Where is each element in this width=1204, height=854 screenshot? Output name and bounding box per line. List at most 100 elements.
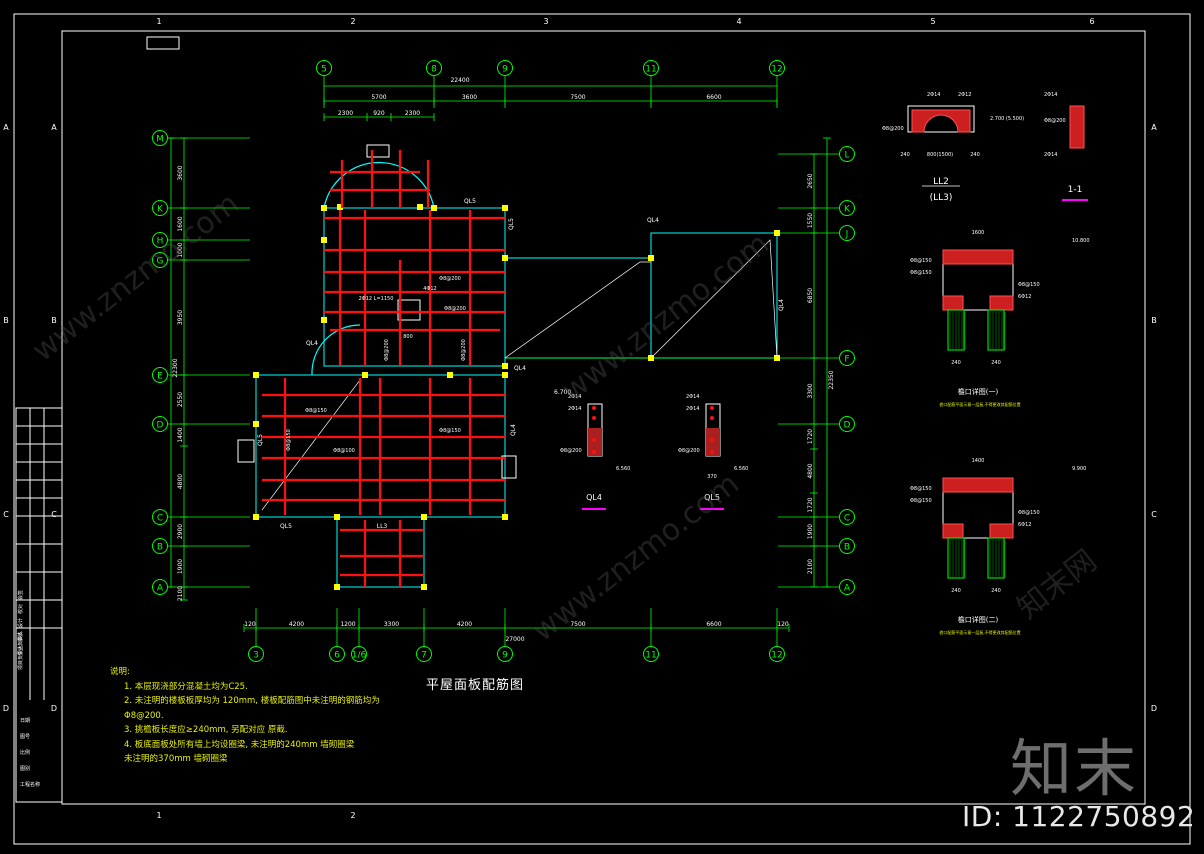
- title-block-label: 审核: [17, 632, 24, 642]
- section-bar: [592, 450, 596, 454]
- eave-beam: [989, 295, 1014, 311]
- axis-bubble-bottom: 12: [771, 651, 782, 661]
- column: [334, 514, 340, 520]
- note-line: 4. 板底面板处所有墙上均设圈梁, 未注明的240mm 墙砌圈梁: [124, 739, 355, 750]
- frame-row-letter: B: [51, 316, 57, 325]
- section-bar: [592, 438, 596, 442]
- frame-row-letter: B: [1151, 316, 1157, 325]
- rebar-label: Φ8@150: [305, 408, 327, 414]
- frame-col-number: 1: [156, 17, 161, 26]
- dim-bottom-text: 7500: [570, 621, 585, 628]
- axis-bubble-left-C: C: [157, 514, 163, 524]
- title-block-label: 图别: [20, 765, 30, 772]
- frame-row-letter: A: [1151, 123, 1157, 132]
- axis-bubble-bottom: 1/6: [352, 651, 367, 661]
- frame-row-letter: A: [51, 123, 57, 132]
- dim-bottom-text: 6600: [706, 621, 721, 628]
- section-stirrup-label: Φ8@200: [560, 448, 582, 454]
- eave-label: 檐口详图(一): [958, 387, 999, 396]
- axis-bubble-right-C: C: [844, 514, 850, 524]
- dim-top-text: 5700: [371, 94, 386, 101]
- section-bar-label: 2Φ14: [686, 406, 699, 412]
- ll2-bar-label: 2Φ14: [927, 92, 940, 98]
- column: [253, 372, 259, 378]
- dim-left-text: 3950: [177, 310, 184, 325]
- dim-right-text: 1720: [807, 429, 814, 444]
- dim-right-text: 1900: [807, 524, 814, 539]
- section-bar-label: 2Φ14: [568, 394, 581, 400]
- beam-label: QL4: [306, 340, 318, 347]
- dim-right-text: 2100: [807, 559, 814, 574]
- dim-right-text: 2650: [807, 173, 814, 188]
- note-line: 2. 未注明的楼板板厚均为 120mm, 楼板配筋图中未注明的钢筋均为: [124, 696, 380, 706]
- axis-bubble-left-K: K: [157, 205, 164, 215]
- axis-bubble-right-L-bubble: [839, 146, 855, 162]
- axis-bubble-left-B-bubble: [152, 538, 168, 554]
- title-block-label: 设计: [17, 618, 24, 628]
- rebar-label: Φ8@200: [444, 306, 466, 312]
- beam-label: QL5: [508, 218, 515, 230]
- rebar-label: Φ8@200: [439, 276, 461, 282]
- frame-col-number: 6: [1089, 17, 1094, 26]
- dim-bottom-text: 120: [777, 621, 789, 628]
- axis-bubble-left-K-bubble: [152, 200, 168, 216]
- dim-bottom-text: 4200: [289, 621, 304, 628]
- frame-row-letter: D: [51, 704, 57, 713]
- dim-top-sub-text: 2300: [338, 110, 353, 117]
- section-label: QL4: [586, 493, 602, 502]
- slope-line: [504, 261, 651, 359]
- axis-bubble-top-12: 12: [771, 65, 782, 75]
- frame-row-letter: B: [3, 316, 9, 325]
- axis-bubble-top-8: 8: [431, 65, 437, 75]
- frame-col-number: 5: [930, 17, 935, 26]
- eave-note: 檐口配筋平面示意一层板,不得更改其配筋位置: [939, 629, 1020, 635]
- watermark-logo: 知末: [1010, 732, 1139, 805]
- axis-bubble-left-H-bubble: [152, 232, 168, 248]
- column: [502, 255, 508, 261]
- eave-bar-label: Φ8@150: [1018, 282, 1040, 288]
- frame-col-number: 4: [736, 17, 741, 26]
- axis-bubble-left-H: H: [157, 237, 164, 247]
- corner-arc: [311, 324, 361, 376]
- column: [648, 355, 654, 361]
- axis-bubble-right-C-bubble: [839, 509, 855, 525]
- eave-elevation: 10.800: [1072, 238, 1090, 244]
- dim-left-text: 1900: [177, 559, 184, 574]
- axis-bubble-bottom: 6: [334, 651, 340, 661]
- eave-beam: [989, 523, 1014, 539]
- column: [431, 205, 437, 211]
- axis-bubble-bottom: 9: [502, 651, 508, 661]
- column: [447, 372, 453, 378]
- eave-dim: 240: [991, 588, 1001, 594]
- section-bar: [710, 406, 714, 410]
- header-stamp-box: [146, 36, 180, 50]
- frame-row-letter: C: [51, 510, 57, 519]
- axis-bubble-right-K: K: [844, 205, 851, 215]
- dim-left-text: 4800: [177, 474, 184, 489]
- rebar-label: Φ8@200: [384, 339, 390, 361]
- axis-bubble-top-8-bubble: [426, 60, 442, 76]
- column: [362, 372, 368, 378]
- section-fill: [706, 428, 720, 456]
- beam-label: LL3: [377, 523, 388, 530]
- title-block-label: 日期: [20, 718, 30, 724]
- title-block-label: 图号: [20, 734, 30, 740]
- section-bar: [710, 416, 714, 420]
- dim-left-text: 2900: [177, 524, 184, 539]
- axis-bubble-bottom-bubble: [248, 646, 264, 662]
- axis-bubble-top-9-bubble: [497, 60, 513, 76]
- title-block-label: 工程名称: [20, 781, 40, 788]
- frame-row-letter: D: [1151, 704, 1157, 713]
- column: [253, 421, 259, 427]
- column: [321, 237, 327, 243]
- axis-bubble-right-A: A: [844, 584, 851, 594]
- rebar-label: 4Φ12: [423, 286, 436, 292]
- title-block-label: 专业负责人: [17, 631, 24, 656]
- frame-col-number: 2: [350, 811, 355, 820]
- beam-label: QL4: [647, 217, 659, 224]
- column: [334, 584, 340, 590]
- dim-left-text: 1600: [177, 216, 184, 231]
- axis-bubble-right-J: J: [845, 230, 849, 240]
- section-fill: [588, 428, 602, 456]
- title-block-label: 校对: [17, 604, 24, 614]
